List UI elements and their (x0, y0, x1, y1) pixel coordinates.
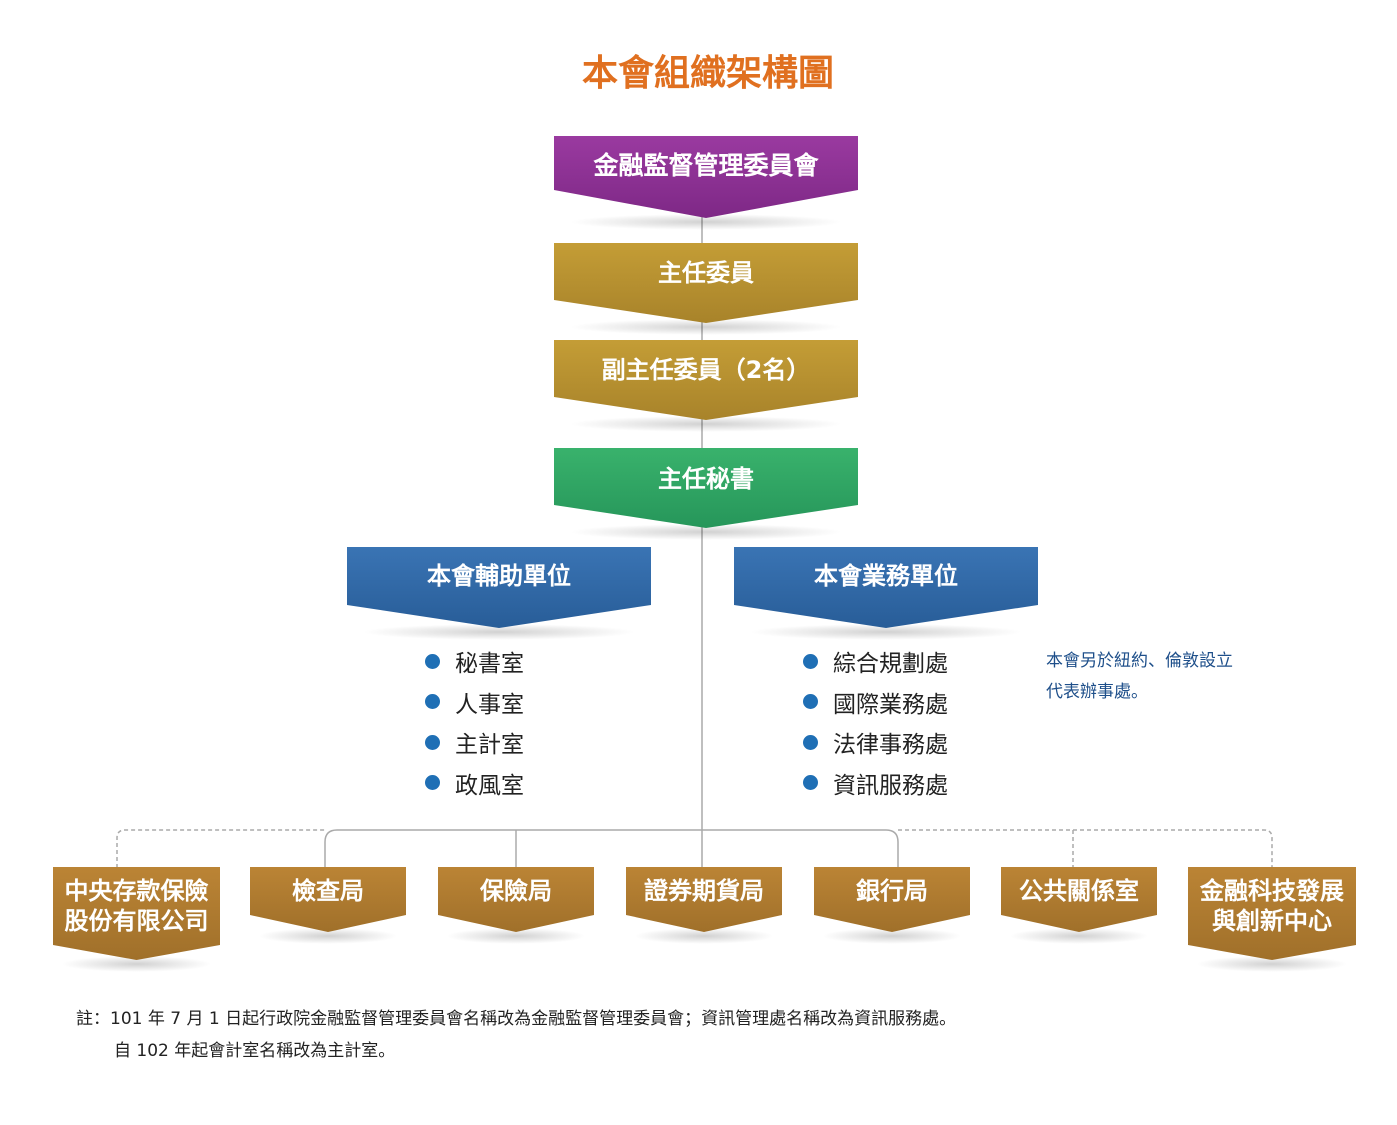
node-secretary-general: 主任秘書 (554, 448, 858, 540)
node-securities-futures-bureau: 證券期貨局 (626, 867, 782, 944)
bullet-icon (803, 734, 818, 750)
support-units-list: 秘書室 人事室 主計室 政風室 (425, 641, 524, 803)
list-item: 法律事務處 (803, 722, 948, 763)
list-item: 秘書室 (425, 641, 524, 682)
dashed-branch-right (898, 829, 1273, 868)
node-banking-bureau: 銀行局 (814, 867, 970, 944)
node-commission: 金融監督管理委員會 (554, 136, 858, 230)
node-fintech-center: 金融科技發展與創新中心 (1188, 867, 1356, 972)
node-insurance-bureau: 保險局 (438, 867, 594, 944)
bullet-icon (425, 653, 440, 669)
bullet-icon (425, 694, 440, 710)
node-chairman: 主任委員 (554, 243, 858, 335)
list-item: 國際業務處 (803, 682, 948, 723)
node-support-units: 本會輔助單位 (347, 547, 651, 640)
footnote: 註：101 年 7 月 1 日起行政院金融監督管理委員會名稱改為金融監督管理委員… (76, 1009, 957, 1061)
node-public-relations: 公共關係室 (1001, 867, 1157, 944)
dashed-branch-left (116, 829, 325, 868)
list-item: 政風室 (425, 763, 524, 804)
overseas-office-note: 本會另於紐約、倫敦設立 代表辦事處。 (1046, 651, 1233, 702)
bullet-icon (803, 653, 818, 669)
list-item: 人事室 (425, 682, 524, 723)
bullet-icon (803, 775, 818, 791)
solid-branch-line (324, 829, 899, 870)
node-vice-chairman: 副主任委員（2名） (554, 340, 858, 432)
list-item: 綜合規劃處 (803, 641, 948, 682)
list-item: 主計室 (425, 722, 524, 763)
bullet-icon (425, 734, 440, 750)
node-business-units: 本會業務單位 (734, 547, 1038, 640)
bullet-icon (425, 775, 440, 791)
business-units-list: 綜合規劃處 國際業務處 法律事務處 資訊服務處 (803, 641, 948, 803)
list-item: 資訊服務處 (803, 763, 948, 804)
node-cdic: 中央存款保險股份有限公司 (53, 867, 220, 972)
node-examination-bureau: 檢查局 (250, 867, 406, 944)
chart-title: 本會組織架構圖 (581, 53, 834, 94)
bullet-icon (803, 694, 818, 710)
